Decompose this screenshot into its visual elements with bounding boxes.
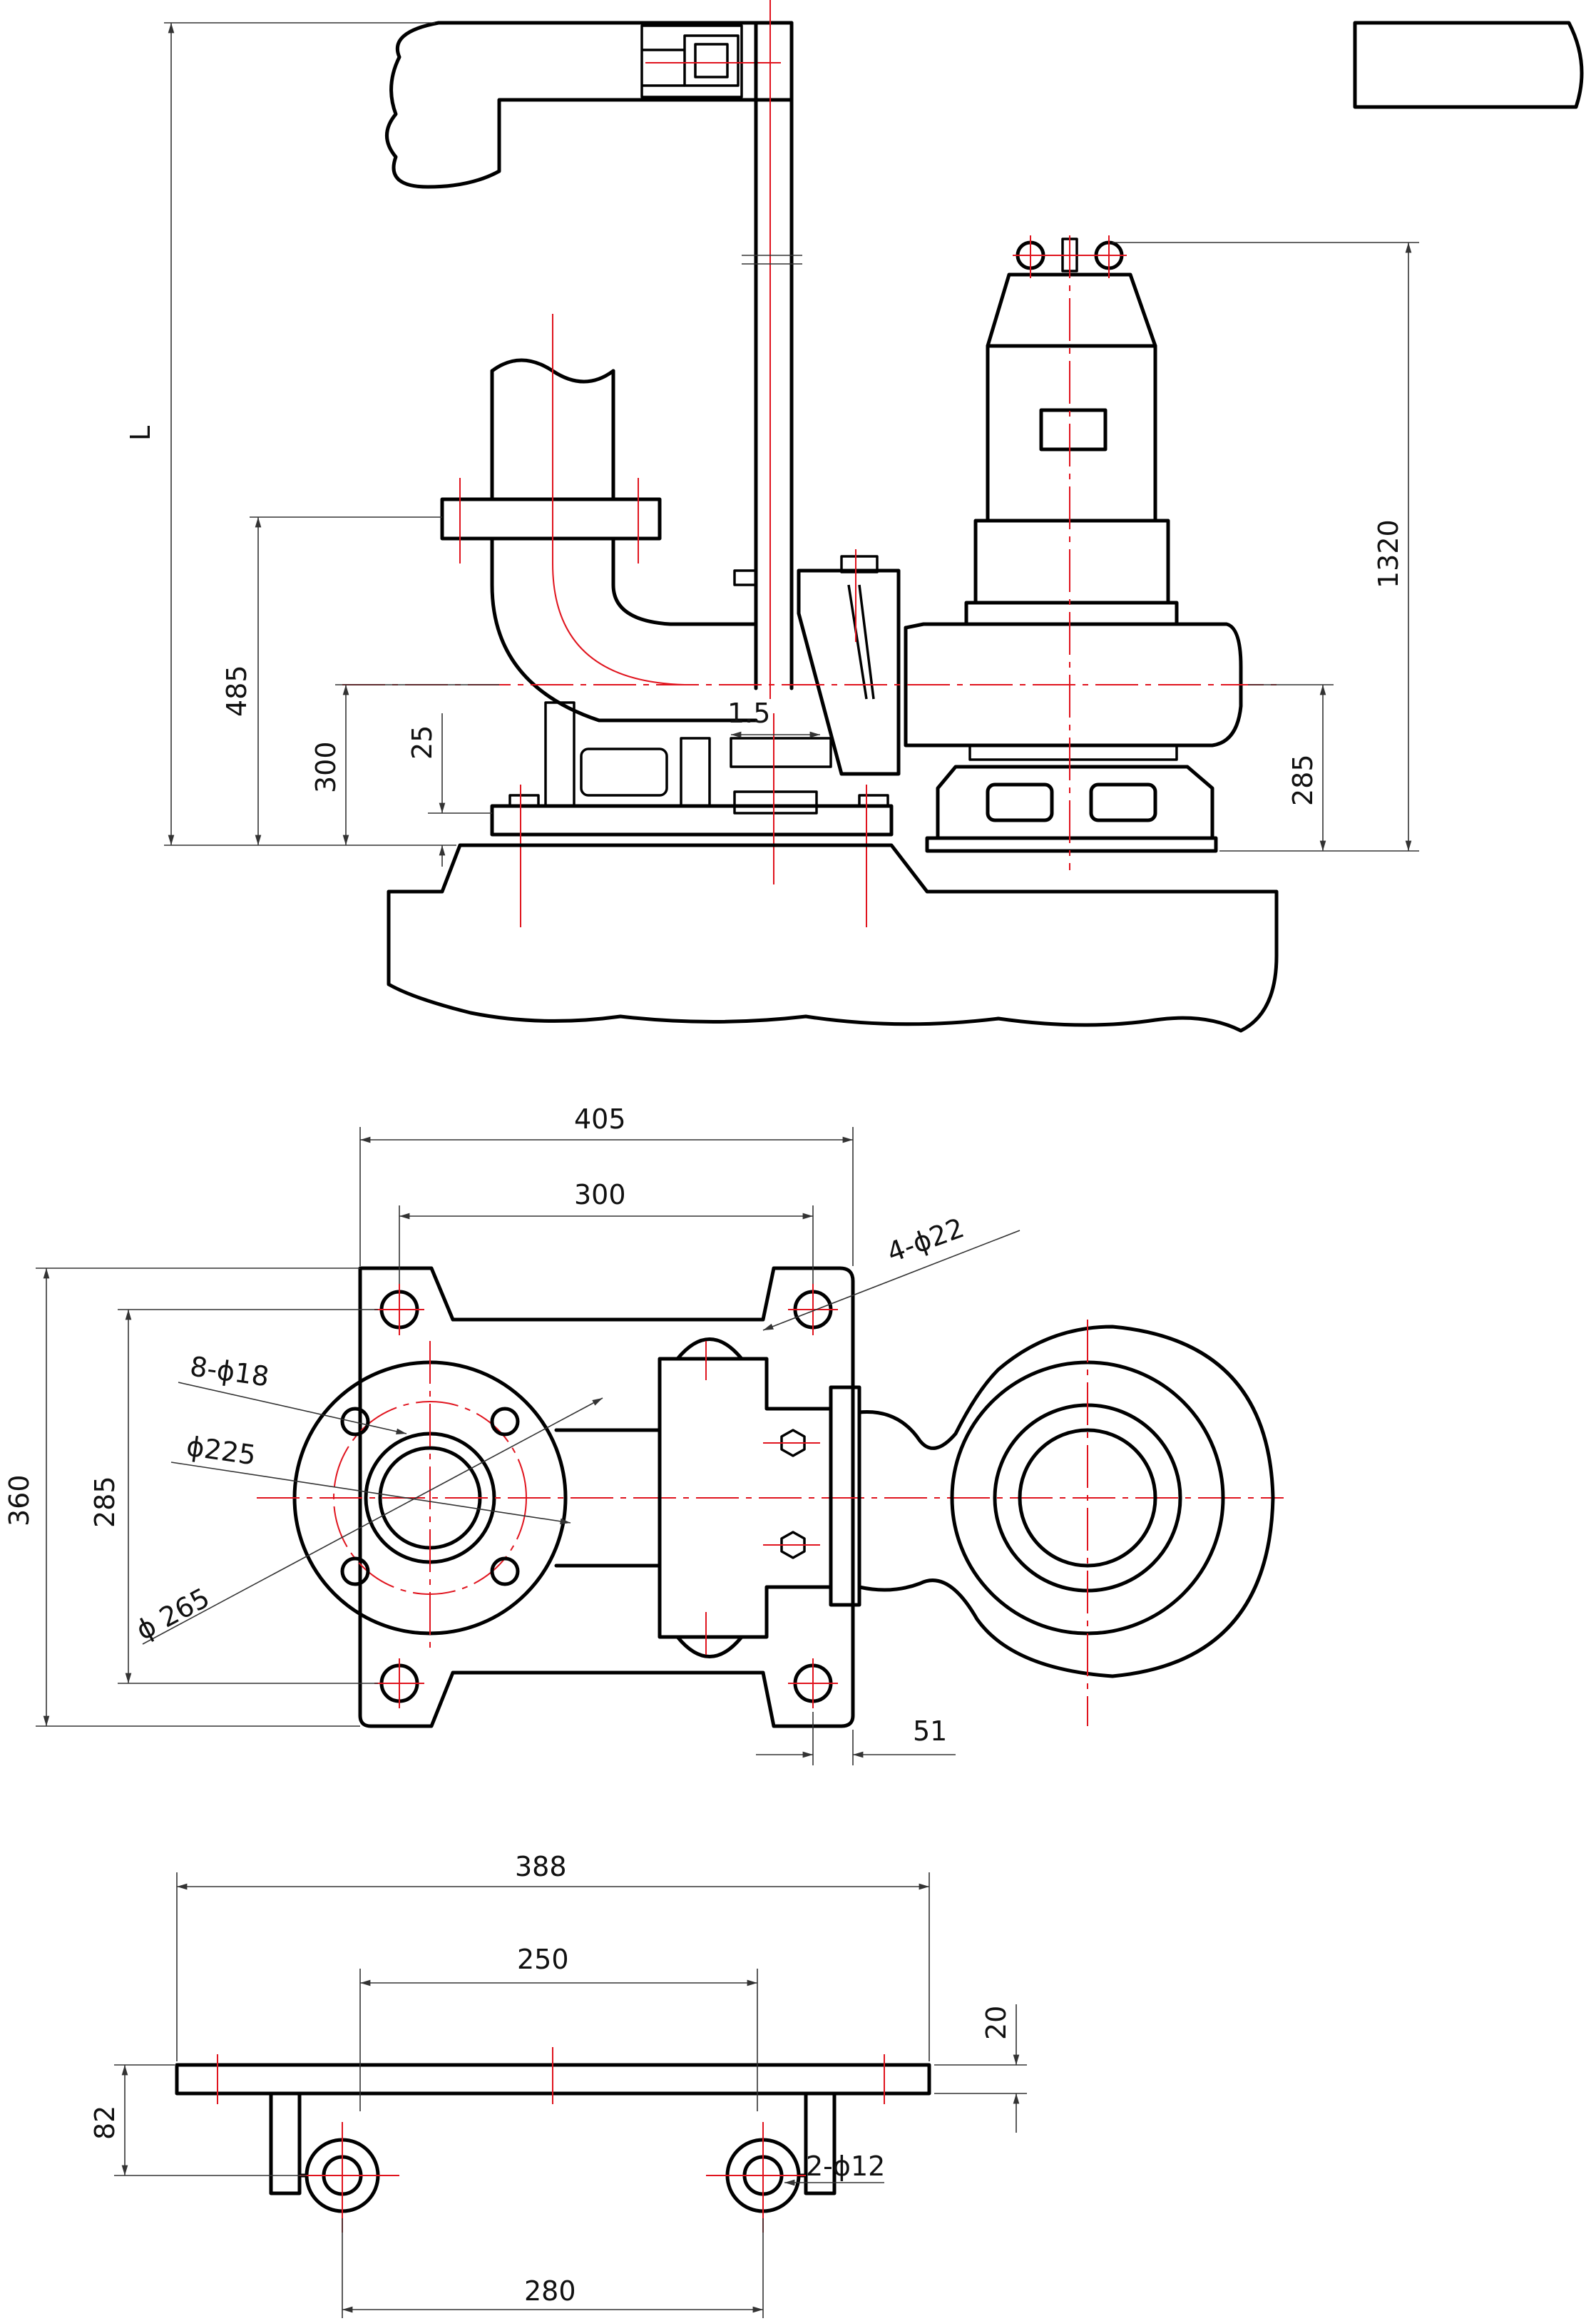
dim-285-height: 285: [1287, 754, 1319, 806]
ceiling-slab-right: [1353, 21, 1584, 109]
guide-rail-top-bracket: [640, 24, 781, 98]
dim-405: 405: [574, 1103, 626, 1135]
dim-250: 250: [517, 1944, 569, 1975]
elevation-view: [342, 0, 1584, 1033]
dim-82: 82: [89, 2106, 121, 2140]
dim-51: 51: [913, 1715, 947, 1747]
bracket-dimensions: 388 250 20 82 280 2-ϕ12: [89, 1851, 1027, 2318]
plan-view: [257, 1266, 1284, 1728]
pump: [342, 235, 1284, 870]
dim-25: 25: [406, 725, 438, 760]
dim-300-width: 300: [574, 1179, 626, 1210]
dim-L: L: [125, 426, 156, 441]
dim-20: 20: [981, 2006, 1012, 2040]
discharge-pipe: [440, 314, 758, 723]
label-8-phi18: 8-ϕ18: [188, 1350, 271, 1392]
dim-285-width: 285: [89, 1476, 121, 1528]
guide-rail: [742, 0, 802, 699]
floor-slab: [387, 843, 1279, 1033]
label-phi265: ϕ 265: [131, 1582, 215, 1646]
bracket-view: [175, 2047, 931, 2233]
dim-485: 485: [221, 665, 252, 717]
guide-holder: [733, 549, 901, 776]
elevation-dimensions: L 485 300 25 1.5 1320 285: [125, 22, 1419, 867]
dim-360: 360: [4, 1474, 35, 1526]
label-2-phi12: 2-ϕ12: [806, 2151, 885, 2182]
dim-280: 280: [524, 2275, 576, 2307]
dim-1320: 1320: [1373, 519, 1404, 588]
label-phi225: ϕ225: [185, 1430, 258, 1471]
dim-388: 388: [515, 1851, 567, 1882]
dim-300-height: 300: [310, 741, 342, 793]
label-4-phi22: 4-ϕ22: [883, 1212, 968, 1268]
ceiling-slab-left: [385, 21, 794, 189]
auto-coupling-base: [490, 701, 894, 927]
dim-1-5: 1.5: [727, 698, 770, 729]
